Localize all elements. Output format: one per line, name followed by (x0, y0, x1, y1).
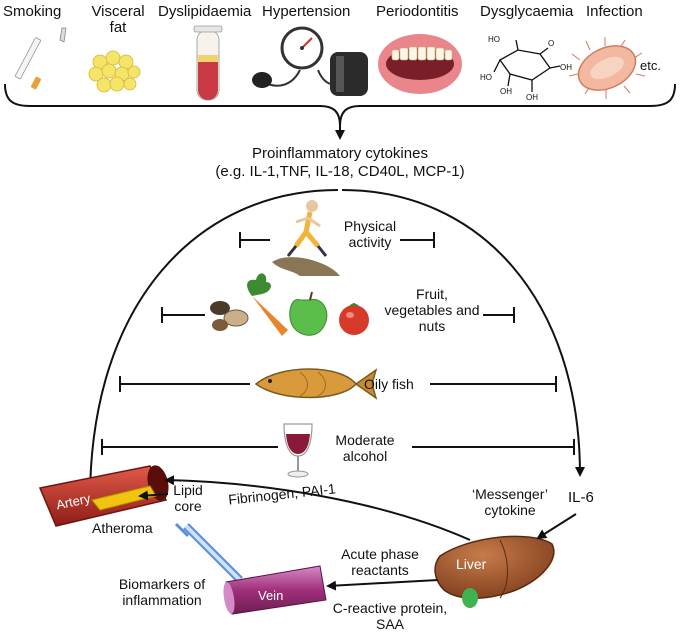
runner-icon (272, 200, 340, 276)
label-dysglycaemia: Dysglycaemia (480, 3, 574, 20)
label-vein: Vein (258, 588, 284, 603)
label-periodontitis: Periodontitis (376, 3, 459, 20)
svg-text:HO: HO (480, 73, 492, 82)
svg-text:OH: OH (526, 93, 538, 102)
glucose-molecule-icon: HO O OH HO OH OH (480, 35, 572, 102)
label-moderate-alcohol: Moderate alcohol (335, 432, 395, 464)
right-arc-arrow (341, 189, 585, 477)
gums-icon (378, 34, 462, 94)
inhibition-bars (101, 232, 575, 455)
label-dyslipidaemia: Dyslipidaemia (158, 3, 252, 20)
label-liver: Liver (456, 556, 487, 572)
label-fruit-veg-nuts: Fruit, vegetables and nuts (384, 286, 480, 334)
label-lipid-core: Lipid core (173, 482, 203, 514)
cytokines-title: Proinflammatory cytokines (252, 145, 428, 162)
fat-cells-icon (88, 50, 141, 93)
blood-tube-icon (193, 25, 223, 101)
liver-to-vein-arrow (326, 579, 439, 591)
svg-text:OH: OH (500, 87, 512, 96)
svg-text:OH: OH (560, 63, 572, 72)
label-atheroma: Atheroma (92, 520, 153, 536)
label-messenger-cytokine: ‘Messenger’ cytokine (472, 486, 548, 518)
left-arc-arrow (85, 189, 339, 502)
wine-glass-icon (283, 423, 313, 478)
il6-to-liver-arrow (536, 513, 577, 540)
label-etc: etc. (640, 58, 661, 73)
fruit-vegetables-icon (210, 273, 369, 336)
label-il6: IL-6 (568, 489, 594, 506)
svg-text:O: O (548, 39, 554, 48)
liver-to-artery-arrow (164, 475, 471, 541)
blood-pressure-cuff-icon (252, 26, 368, 96)
label-visceral-fat: Visceral fat (91, 3, 145, 36)
label-smoking: Smoking (3, 3, 62, 20)
lipid-core-arrow (138, 490, 169, 501)
liver-illustration (434, 535, 555, 608)
label-biomarkers: Biomarkers of inflammation (118, 576, 206, 608)
label-acute-phase: Acute phase reactants (341, 546, 419, 578)
label-crp-saa: C-reactive protein, SAA (332, 600, 448, 632)
label-hypertension: Hypertension (262, 3, 351, 20)
label-physical-activity: Physical activity (343, 218, 397, 250)
label-oily-fish: Oily fish (364, 376, 414, 392)
svg-text:HO: HO (488, 35, 500, 44)
vein-illustration (223, 565, 327, 615)
fish-icon (254, 368, 378, 400)
label-infection: Infection (586, 3, 643, 20)
cytokines-examples: (e.g. IL-1,TNF, IL-18, CD40L, MCP-1) (215, 163, 465, 180)
cigarette-icon (14, 27, 67, 90)
bacterium-icon (568, 37, 646, 99)
